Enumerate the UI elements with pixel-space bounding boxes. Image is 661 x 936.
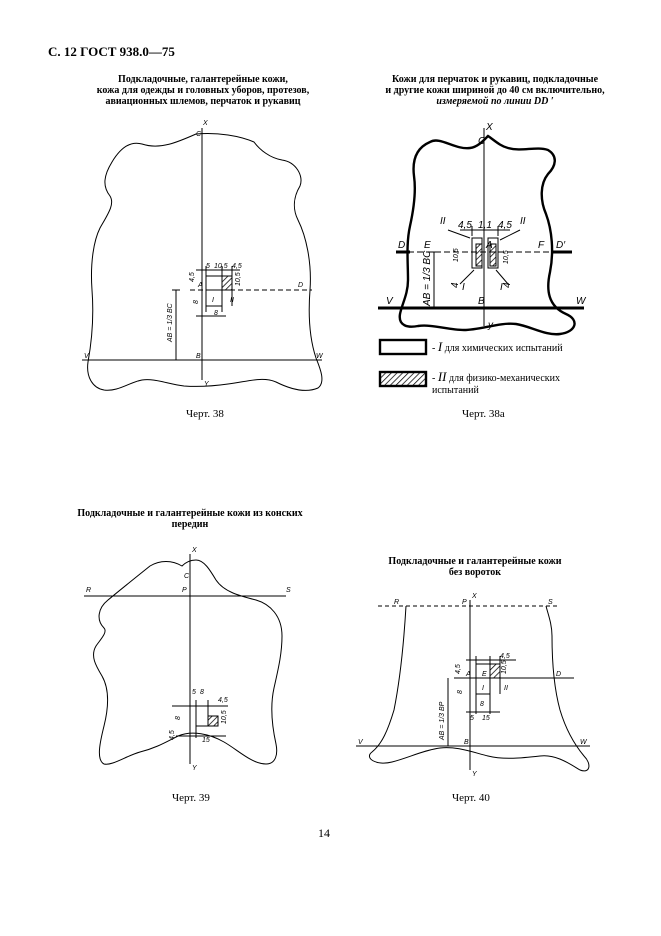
point-label: V bbox=[84, 353, 90, 360]
point-label: S bbox=[286, 587, 291, 594]
dim-label: 8 bbox=[457, 690, 464, 694]
point-label: Y bbox=[204, 381, 210, 388]
point-label: A bbox=[485, 240, 493, 251]
fig40-label: Черт. 40 bbox=[452, 792, 490, 804]
dim-label: 10,5 bbox=[503, 250, 510, 264]
point-label: V bbox=[386, 296, 394, 307]
point-label: D′ bbox=[556, 240, 566, 251]
point-label: A bbox=[197, 282, 203, 289]
dim-label: 8 bbox=[214, 310, 218, 317]
dim-label: 4,5 bbox=[169, 730, 176, 740]
fig38a-drawing bbox=[398, 134, 576, 336]
dim-label: 4,5 bbox=[189, 272, 196, 282]
point-label: Y bbox=[472, 771, 478, 778]
dim-label: 8 bbox=[480, 701, 484, 708]
fig39-drawing bbox=[84, 554, 286, 765]
point-label: P bbox=[462, 599, 467, 606]
dim-label: 4,5 bbox=[458, 220, 472, 231]
point-label: F bbox=[538, 240, 545, 251]
dim-label: 4,5 bbox=[232, 263, 242, 270]
ab-label: AB = 1/3 BP bbox=[439, 701, 446, 741]
point-label: X bbox=[471, 593, 477, 600]
point-label: A bbox=[465, 671, 471, 678]
fig39-label: Черт. 39 bbox=[172, 792, 210, 804]
dim-label: 5 bbox=[206, 263, 210, 270]
point-label: V bbox=[358, 739, 364, 746]
point-label: C bbox=[196, 131, 202, 138]
point-label: II bbox=[504, 685, 508, 692]
point-label: P bbox=[182, 587, 187, 594]
point-label: D bbox=[298, 282, 303, 289]
point-label: I bbox=[482, 685, 484, 692]
point-label: B bbox=[464, 739, 469, 746]
point-label: X bbox=[485, 122, 493, 133]
point-label: y bbox=[487, 320, 494, 331]
point-label: II bbox=[520, 216, 526, 227]
dim-label: 4,5 bbox=[455, 664, 462, 674]
point-label: X bbox=[191, 547, 197, 554]
point-label: E bbox=[482, 671, 487, 678]
point-label: Y bbox=[192, 765, 198, 772]
point-label: B bbox=[478, 296, 485, 307]
dim-label: 4,5 bbox=[500, 653, 510, 660]
fig40-drawing bbox=[356, 600, 590, 772]
dim-label: 4 bbox=[502, 282, 513, 288]
fig38-caption: Подкладочные, галантерейные кожи,кожа дл… bbox=[96, 74, 310, 107]
dim-label: 1,1 bbox=[478, 220, 492, 231]
fig38a-labels: X C D E A F D′ II II I I V B W y 4,5 1,1… bbox=[386, 122, 587, 331]
point-label: S bbox=[548, 599, 553, 606]
point-label: II bbox=[440, 216, 446, 227]
point-label: C bbox=[478, 136, 486, 147]
point-label: E bbox=[424, 240, 431, 251]
dim-label: 4,5 bbox=[498, 220, 512, 231]
point-label: C bbox=[184, 573, 190, 580]
point-label: X bbox=[202, 120, 208, 127]
point-label: W bbox=[316, 353, 324, 360]
fig38-drawing bbox=[82, 128, 323, 391]
dim-label: 8 bbox=[175, 716, 182, 720]
dim-label: 8 bbox=[200, 689, 204, 696]
fig38a-label: Черт. 38а bbox=[462, 408, 505, 420]
dim-label: 10,5 bbox=[235, 272, 242, 286]
dim-label: 10,5 bbox=[221, 710, 228, 724]
point-label: B bbox=[196, 353, 201, 360]
fig40-labels: R P X S A E D I II V B W Y 4,5 4,5 10,5 … bbox=[358, 593, 588, 778]
dim-label: 5 bbox=[192, 689, 196, 696]
dim-label: 15 bbox=[202, 737, 210, 744]
page-header: С. 12 ГОСТ 938.0—75 bbox=[48, 44, 175, 59]
fig39-labels: X C R P S Y 5 8 4,5 8 10,5 4,5 15 bbox=[86, 547, 291, 772]
point-label: W bbox=[576, 296, 587, 307]
point-label: D bbox=[556, 671, 561, 678]
dim-label: 15 bbox=[482, 715, 490, 722]
fig38-labels: X C A D I II V B W Y 5 10,5 4,5 4,5 10,5… bbox=[84, 120, 324, 388]
dim-label: 5 bbox=[470, 715, 474, 722]
point-label: W bbox=[580, 739, 588, 746]
dim-label: 4,5 bbox=[218, 697, 228, 704]
dim-label: 8 bbox=[193, 300, 200, 304]
dim-label: 10,5 bbox=[453, 248, 460, 262]
point-label: D bbox=[398, 240, 405, 251]
legend-item-2: - II для физико-механических испытаний bbox=[432, 369, 561, 396]
page-number: 14 bbox=[318, 826, 330, 840]
legend-item-1: - I для химических испытаний bbox=[432, 339, 563, 354]
point-label: R bbox=[394, 599, 399, 606]
fig39-caption: Подкладочные и галантерейные кожи из кон… bbox=[77, 508, 303, 530]
ab-label: AB = 1/3 BC bbox=[167, 302, 174, 343]
point-label: R bbox=[86, 587, 91, 594]
point-label: I bbox=[212, 297, 214, 304]
ab-label: AB = 1/3 BC bbox=[422, 250, 433, 307]
dim-label: 10,5 bbox=[501, 660, 508, 674]
point-label: I bbox=[462, 282, 465, 293]
dim-label: 4 bbox=[450, 282, 461, 288]
point-label: II bbox=[230, 297, 234, 304]
fig38a-caption: Кожи для перчаток и рукавиц, подкладочны… bbox=[385, 74, 605, 107]
dim-label: 10,5 bbox=[214, 263, 228, 270]
fig38-label: Черт. 38 bbox=[186, 408, 224, 420]
point-label: I bbox=[500, 282, 503, 293]
